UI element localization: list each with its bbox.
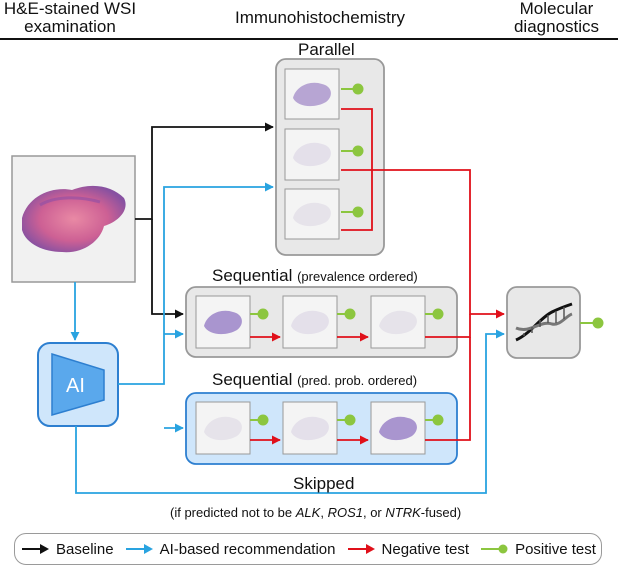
header-mol-line1: Molecular bbox=[519, 0, 594, 18]
legend: Baseline AI-based recommendation Negativ… bbox=[14, 533, 602, 565]
header-mol: Molecular diagnostics bbox=[495, 0, 618, 36]
sequential-prevalence-title: Sequential (prevalence ordered) bbox=[212, 266, 418, 286]
header-ihc: Immunohistochemistry bbox=[210, 9, 430, 27]
gene-alk: ALK bbox=[295, 505, 321, 520]
baseline-arrows bbox=[135, 122, 274, 319]
ihc-slide-thumbnail bbox=[370, 295, 426, 349]
skipped-note-pre: (if predicted not to be bbox=[170, 505, 296, 520]
legend-item-positive: Positive test bbox=[479, 541, 596, 558]
sequential-predprob-main: Sequential bbox=[212, 370, 293, 389]
dna-icon bbox=[515, 302, 573, 342]
positive-markers bbox=[250, 83, 604, 426]
legend-ai-label: AI-based recommendation bbox=[159, 540, 336, 558]
ihc-slide-thumbnail bbox=[282, 295, 338, 349]
ihc-slide-thumbnail bbox=[284, 128, 340, 181]
legend-negative-label: Negative test bbox=[381, 540, 470, 558]
negative-arrows bbox=[250, 108, 505, 445]
skipped-note: (if predicted not to be ALK, ROS1, or NT… bbox=[170, 505, 461, 520]
ai-label: AI bbox=[66, 375, 85, 397]
header-he-line2: examination bbox=[24, 17, 116, 36]
legend-positive-label: Positive test bbox=[515, 540, 596, 558]
sequential-prevalence-sub: (prevalence ordered) bbox=[297, 269, 418, 284]
ihc-slide-thumbnail bbox=[284, 68, 340, 120]
sequential-prevalence-main: Sequential bbox=[212, 266, 293, 285]
wsi-thumbnail bbox=[11, 155, 136, 283]
skipped-note-sep1: , bbox=[320, 505, 328, 520]
header-ihc-text: Immunohistochemistry bbox=[234, 8, 406, 27]
sequential-predprob-title: Sequential (pred. prob. ordered) bbox=[212, 370, 417, 390]
header-he: H&E-stained WSI examination bbox=[0, 0, 140, 36]
sequential-predprob-sub: (pred. prob. ordered) bbox=[297, 373, 418, 388]
parallel-title: Parallel bbox=[298, 40, 355, 59]
legend-item-ai: AI-based recommendation bbox=[124, 541, 336, 558]
ihc-slide-thumbnail bbox=[370, 401, 426, 455]
legend-baseline-label: Baseline bbox=[56, 540, 114, 558]
ihc-slide-thumbnail bbox=[284, 188, 340, 240]
blue-arrow-icon bbox=[125, 544, 153, 554]
ihc-slide-thumbnail bbox=[195, 295, 251, 349]
ihc-slide-thumbnail bbox=[282, 401, 338, 455]
legend-item-negative: Negative test bbox=[346, 540, 470, 558]
header-mol-line2: diagnostics bbox=[513, 17, 600, 36]
gene-ntrk: NTRK bbox=[385, 505, 421, 520]
skipped-note-sep2: , or bbox=[362, 505, 386, 520]
header-he-line1: H&E-stained WSI bbox=[3, 0, 137, 18]
skipped-title: Skipped bbox=[293, 474, 355, 493]
legend-item-baseline: Baseline bbox=[20, 541, 114, 558]
red-arrow-icon bbox=[347, 544, 375, 554]
ihc-slide-thumbnail bbox=[195, 401, 251, 455]
header-rule bbox=[0, 38, 618, 40]
black-arrow-icon bbox=[22, 544, 49, 554]
green-dot-line-icon bbox=[481, 544, 508, 554]
gene-ros1: ROS1 bbox=[327, 505, 363, 520]
skipped-note-post: -fused) bbox=[420, 505, 462, 520]
ai-arrows bbox=[70, 182, 505, 494]
